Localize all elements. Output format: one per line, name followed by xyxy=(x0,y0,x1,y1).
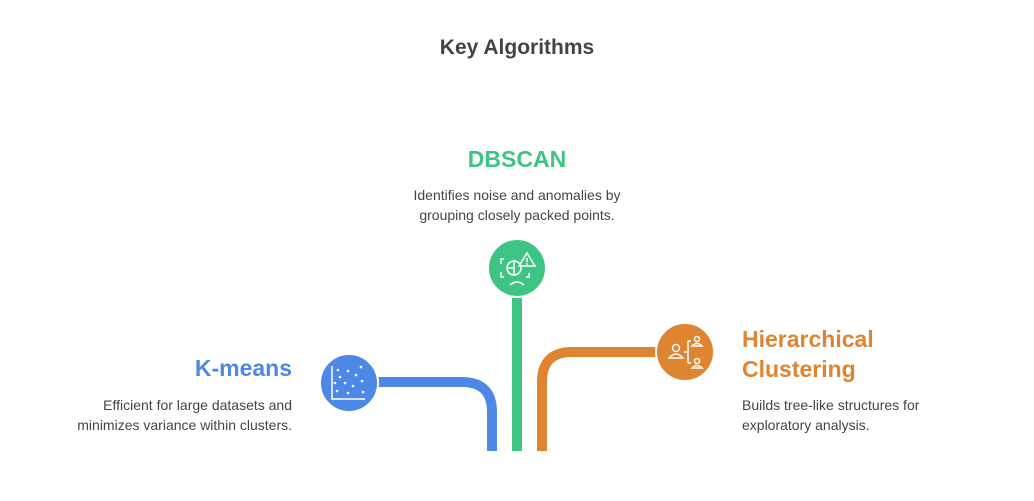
kmeans-description: Efficient for large datasets and minimiz… xyxy=(77,395,292,435)
heading-line: Hierarchical xyxy=(742,326,874,352)
description-line: Identifies noise and anomalies by xyxy=(413,187,621,203)
dbscan-description: Identifies noise and anomalies by groupi… xyxy=(0,185,1034,225)
hierarchical-heading: Hierarchical Clustering xyxy=(742,324,874,384)
anomaly-detection-icon xyxy=(487,238,547,298)
heading-line: Clustering xyxy=(742,356,856,382)
hierarchical-description: Builds tree-like structures for explorat… xyxy=(742,395,919,435)
description-line: minimizes variance within clusters. xyxy=(77,417,292,433)
hierarchy-people-icon xyxy=(655,322,715,382)
description-line: grouping closely packed points. xyxy=(419,207,615,223)
hierarchical-connector xyxy=(537,347,657,451)
scatter-plot-icon xyxy=(319,353,379,413)
description-line: Efficient for large datasets and xyxy=(103,397,292,413)
description-line: exploratory analysis. xyxy=(742,417,870,433)
kmeans-connector xyxy=(378,377,497,451)
kmeans-heading: K-means xyxy=(194,355,292,381)
dbscan-heading: DBSCAN xyxy=(467,146,567,172)
diagram-title: Key Algorithms xyxy=(439,36,595,59)
description-line: Builds tree-like structures for xyxy=(742,397,920,413)
